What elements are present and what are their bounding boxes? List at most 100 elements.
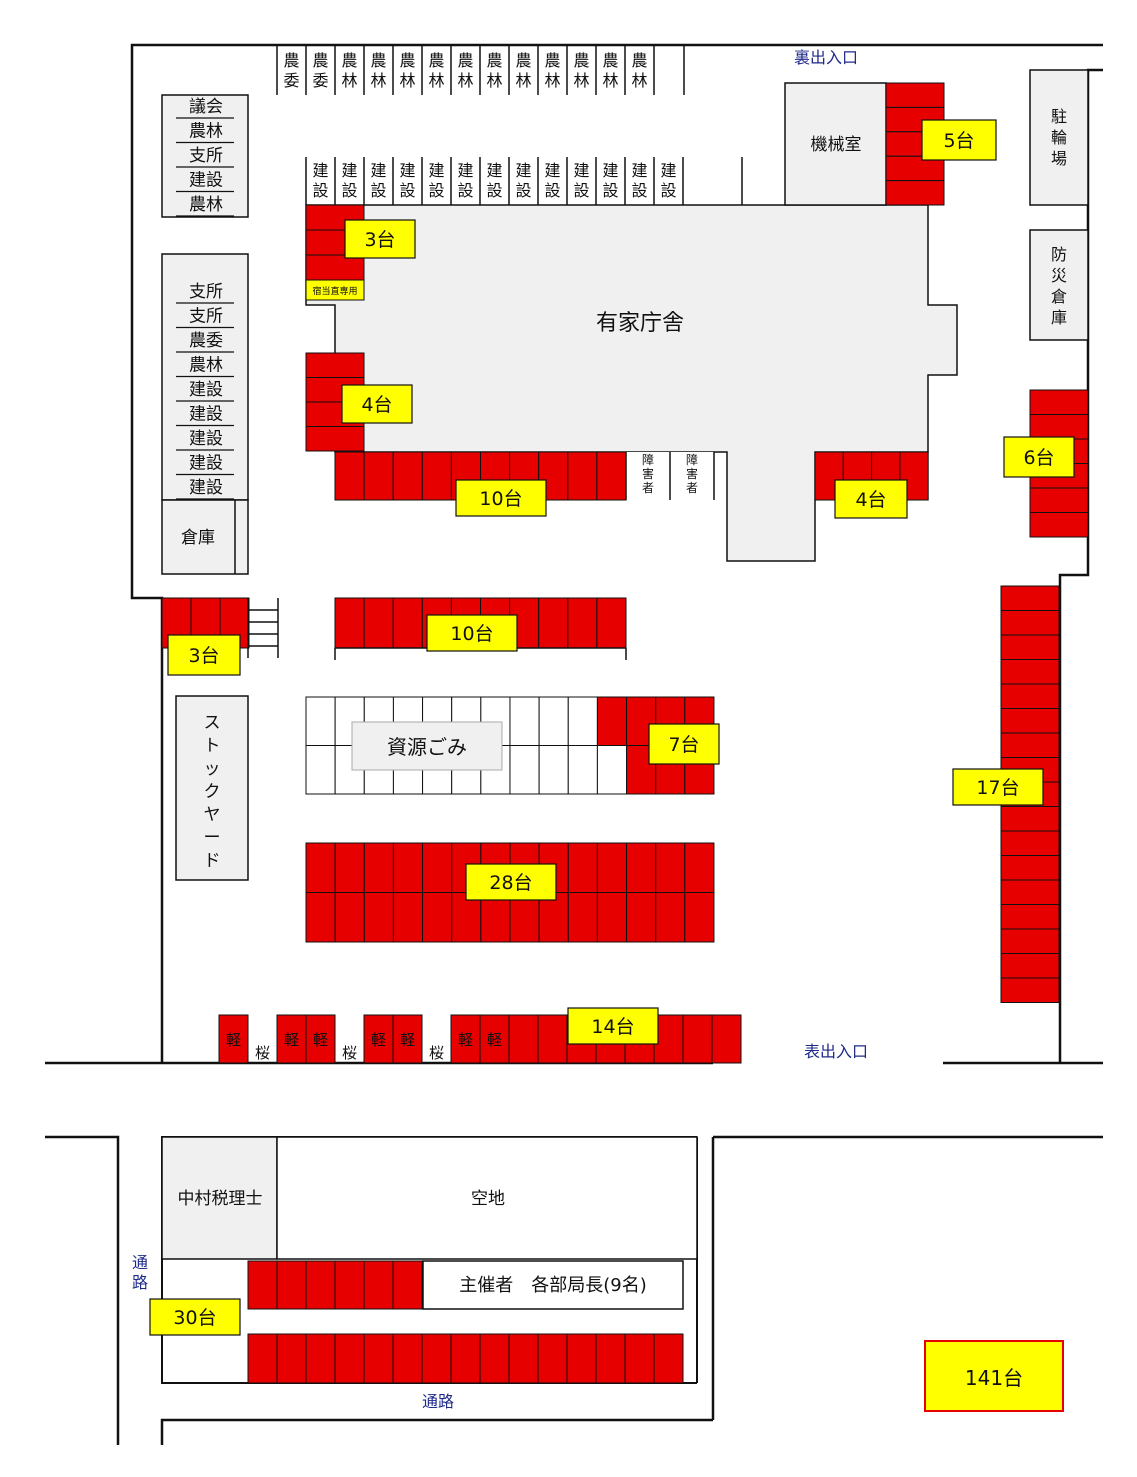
south-road-bottom [160,1418,713,1445]
rear-entrance-label: 裏出入口 [794,48,858,67]
space-block-28 [626,842,657,893]
left-group-1-box [161,94,249,218]
count-badge-c_7 [648,723,720,765]
parking-spaces [161,82,1089,1003]
handicapped-labels: 障害者 障害者 [642,452,698,495]
night-duty-label: 宿当直専用 [312,285,357,297]
left-slot-label: 建設 [189,171,223,191]
space-east-long [1000,708,1060,734]
count-badge-c_6_right [1003,436,1075,478]
sakura-label: 桜 [255,1044,270,1062]
kei-label: 軽 [400,1031,415,1049]
space-row2 [363,597,394,649]
space-kei [305,1014,336,1064]
top-slot-label: 建設 [370,161,386,200]
recycle-cell [567,745,598,795]
sakura-label: 桜 [342,1044,357,1062]
left-slot-label: 農林 [189,195,223,215]
space-south-row1 [363,1260,394,1310]
space-south-row2 [421,1333,452,1384]
space-east-long [1000,634,1060,660]
space-block-28 [422,842,453,893]
space-left [305,352,365,378]
top-slot-label: 建設 [399,161,415,200]
top-slot-label: 建設 [573,161,589,200]
space-block-7 [596,696,628,746]
space-east-long [1000,830,1060,856]
road-bottom-label: 通路 [422,1392,454,1411]
top-slot-label: 農林 [544,51,560,90]
left-slot-label: 建設 [189,478,223,498]
space-block-28 [305,892,336,943]
space-south-row2 [508,1333,539,1384]
bicycle-parking [1029,69,1089,206]
kei-label: 軽 [226,1031,241,1049]
top-slot-label: 農林 [457,51,473,90]
recycle-label-box [351,721,503,771]
space-east-long [1000,953,1060,979]
space-row-14 [711,1014,742,1064]
space-south-row2 [450,1333,481,1384]
count-text-c_14: 14台 [591,1016,634,1038]
space-east-long [1000,879,1060,905]
space-block-28 [392,842,424,893]
count-text-c_7: 7台 [668,734,699,756]
space-south-row2 [363,1333,394,1384]
count-badge-c_4_left [341,384,413,424]
stock-yard [175,695,249,881]
space-south-row2 [276,1333,307,1384]
storehouse [161,499,249,575]
count-badge-c_17 [952,768,1044,806]
space-row2 [334,597,365,649]
count-text-c_6_right: 6台 [1023,447,1054,469]
top-slot-label: 建設 [660,161,676,200]
space-block-28 [363,892,394,943]
site-boundary [130,43,1103,1063]
space-south-row2 [595,1333,626,1384]
space-front [363,451,394,501]
space-south-row2 [653,1333,684,1384]
space-east [1029,487,1089,513]
space-kei [392,1014,423,1064]
space-block-28 [684,892,715,943]
space-front [421,451,452,501]
tax-office [161,1136,278,1260]
left-slot-label: 農林 [189,122,223,142]
space-east-long [1000,928,1060,954]
top-slot-label: 建設 [486,161,502,200]
left-slot-label: 支所 [189,282,223,302]
organizer-label: 主催者 各部局長(9名) [459,1275,647,1296]
space-south-row2 [624,1333,655,1384]
space-south-row1 [334,1260,365,1310]
handicapped-text: 障害者 [686,452,698,495]
handicapped-text: 障害者 [642,452,654,495]
top-slot-label: 農林 [399,51,415,90]
recycle-cell [509,745,540,795]
space-row-14 [508,1014,539,1064]
recycle-cell [509,696,540,746]
space-block-28 [596,842,628,893]
count-badge-c_3_top [344,219,416,259]
top-slot-label: 農林 [370,51,386,90]
space-left [305,426,365,452]
space-south-row2 [566,1333,597,1384]
site-boundary-right [1058,68,1103,1063]
space-block-28 [422,892,453,943]
space-east [1029,414,1089,440]
space-south-row2 [334,1333,365,1384]
count-badge-c_10_front [455,479,547,517]
top-slot-label: 農林 [515,51,531,90]
space-east-long [1000,585,1060,611]
space-south-row2 [537,1333,568,1384]
kei-label: 軽 [458,1031,473,1049]
space-kei [218,1014,249,1064]
bicycle-parking-text: 駐輪場 [1051,107,1067,168]
space-east [1029,512,1089,538]
space-kei [363,1014,394,1064]
space-block-28 [363,842,394,893]
count-badge-c_5_rear [921,119,997,161]
top-slot-label: 建設 [544,161,560,200]
